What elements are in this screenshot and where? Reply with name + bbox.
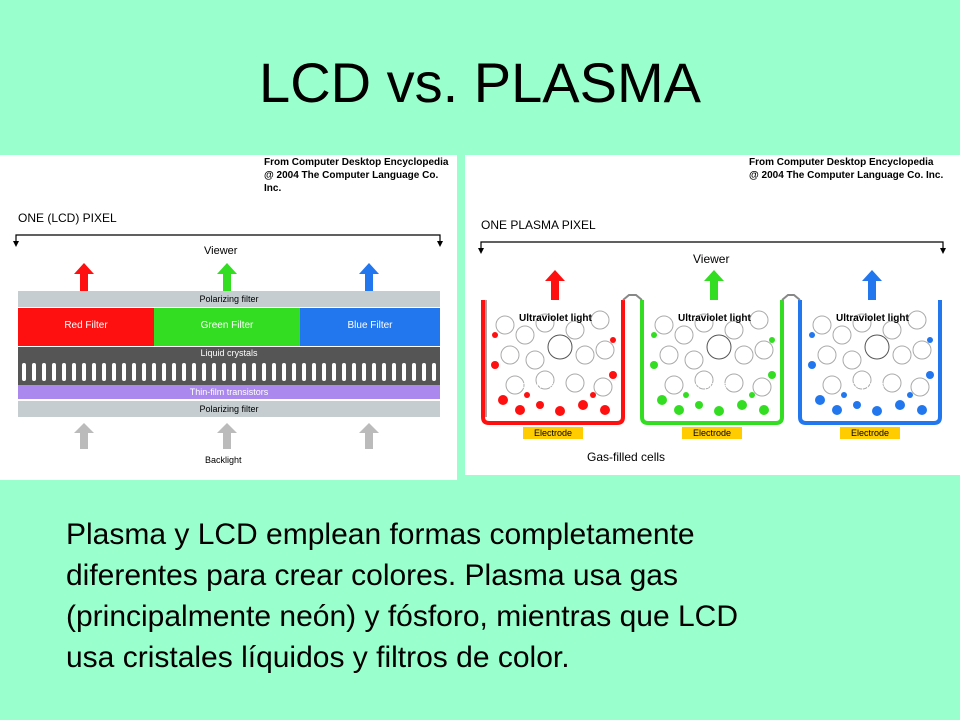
phosphors-label-blue: Phosphors bbox=[841, 380, 885, 390]
lcd-credit: From Computer Desktop Encyclopedia @ 200… bbox=[264, 156, 457, 195]
red-filter: Red Filter bbox=[18, 308, 154, 346]
lcd-diagram: From Computer Desktop Encyclopedia @ 200… bbox=[0, 155, 457, 480]
plasma-viewer-label: Viewer bbox=[693, 252, 730, 266]
polarizing-filter-bottom: Polarizing filter bbox=[18, 401, 440, 417]
uv-light-label-red: Ultraviolet light bbox=[519, 313, 592, 324]
plasma-credit-line1: From Computer Desktop Encyclopedia bbox=[749, 157, 934, 168]
electrode-green: Electrode bbox=[682, 427, 742, 439]
lcd-pixel-label: ONE (LCD) PIXEL bbox=[18, 211, 117, 225]
lcd-credit-line2: @ 2004 The Computer Language Co. Inc. bbox=[264, 170, 439, 194]
electrode-blue: Electrode bbox=[840, 427, 900, 439]
liquid-crystals-label: Liquid crystals bbox=[18, 347, 440, 359]
uv-light-label-blue: Ultraviolet light bbox=[836, 313, 909, 324]
backlight-arrow-icon bbox=[217, 423, 237, 449]
liquid-crystals-layer bbox=[18, 359, 440, 385]
plasma-credit-line2: @ 2004 The Computer Language Co. Inc. bbox=[749, 170, 944, 181]
green-filter: Green Filter bbox=[154, 308, 300, 346]
plasma-bracket bbox=[478, 241, 946, 254]
backlight-label: Backlight bbox=[205, 455, 242, 465]
red-arrow-icon bbox=[545, 270, 565, 300]
slide-title: LCD vs. PLASMA bbox=[259, 51, 701, 114]
blue-arrow-icon bbox=[862, 270, 882, 300]
green-arrow-icon bbox=[217, 263, 237, 291]
phosphors-label-green: Phosphors bbox=[684, 380, 728, 390]
red-arrow-icon bbox=[74, 263, 94, 291]
backlight-arrow-icon bbox=[359, 423, 379, 449]
uv-light-label-green: Ultraviolet light bbox=[678, 313, 751, 324]
gas-cells-graphic bbox=[481, 294, 942, 425]
plasma-credit: From Computer Desktop Encyclopedia @ 200… bbox=[749, 156, 943, 182]
backlight-arrow-icon bbox=[74, 423, 94, 449]
gas-filled-cells-label: Gas-filled cells bbox=[587, 450, 666, 464]
plasma-diagram: From Computer Desktop Encyclopedia @ 200… bbox=[465, 155, 960, 475]
electrode-red: Electrode bbox=[523, 427, 583, 439]
blue-filter: Blue Filter bbox=[300, 308, 440, 346]
green-arrow-icon bbox=[704, 270, 724, 300]
slide-body-text: Plasma y LCD emplean formas completament… bbox=[66, 518, 738, 674]
blue-arrow-icon bbox=[359, 263, 379, 291]
lcd-credit-line1: From Computer Desktop Encyclopedia bbox=[264, 157, 449, 168]
phosphors-label-red: Phosphors bbox=[511, 380, 555, 390]
lcd-viewer-label: Viewer bbox=[204, 245, 238, 257]
plasma-pixel-label: ONE PLASMA PIXEL bbox=[481, 218, 596, 232]
lcd-bracket bbox=[13, 234, 443, 247]
thin-film-transistors: Thin-film transistors bbox=[18, 385, 440, 399]
polarizing-filter-top: Polarizing filter bbox=[18, 291, 440, 307]
